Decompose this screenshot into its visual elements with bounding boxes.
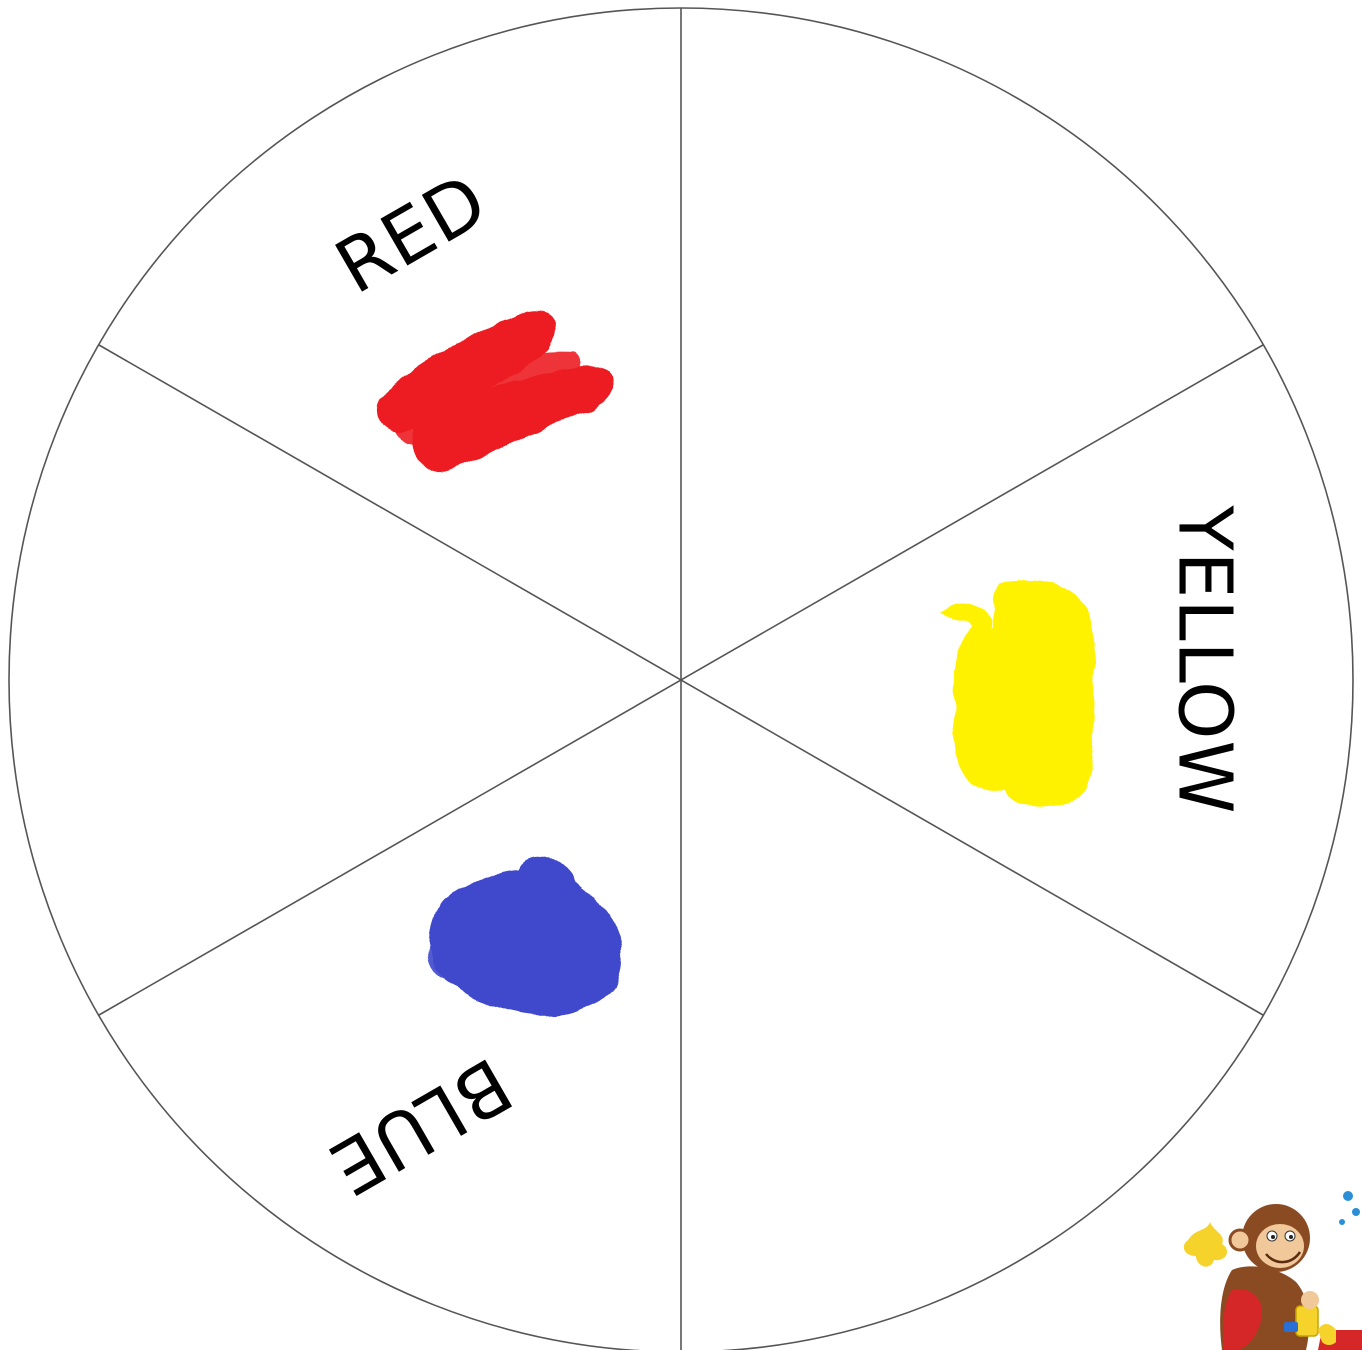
sticker-yellow-splash [1184, 1222, 1227, 1267]
sticker-bottle-cap [1284, 1322, 1298, 1332]
sticker-monkey-ear [1230, 1230, 1250, 1250]
curious-george-painting-icon [1184, 1191, 1362, 1350]
sticker-monkey-pupil-left [1271, 1235, 1275, 1239]
sticker-paint-bottle [1296, 1306, 1318, 1336]
sticker-monkey-pupil-right [1289, 1235, 1293, 1239]
sticker-monkey-hand [1301, 1291, 1319, 1309]
sticker-blue-dot-3 [1339, 1219, 1345, 1225]
sticker-blue-dot-2 [1352, 1208, 1360, 1216]
segment-label-yellow: YELLOW [1161, 504, 1247, 814]
sticker-blue-dot-1 [1343, 1191, 1353, 1201]
